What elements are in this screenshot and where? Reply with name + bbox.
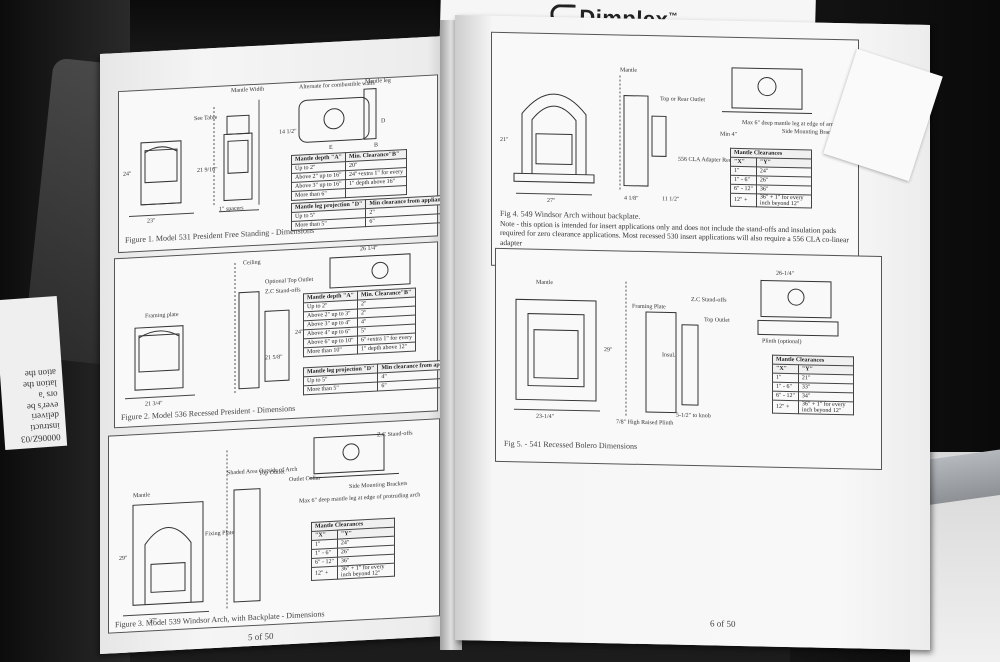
callout-e: E [329, 144, 333, 152]
left-page-number: 5 of 50 [248, 630, 274, 643]
figure-5-mantle-clearances-table: Mantle Clearances "X""Y" 1"21" 1" - 6"33… [772, 355, 854, 416]
callout-see-table: See Table [194, 114, 218, 123]
callout-top-outlet-5: Top Outlet [704, 317, 730, 324]
figure-1-mantle-depth-table: Mantle depth "A"Min. Clearance"B" Up to … [291, 149, 407, 201]
figure-3-drawing [123, 433, 399, 617]
callout-raised-plinth: 7/8" High Raised Plinth [616, 419, 674, 427]
callout-21-3-4: 21 3/4" [145, 400, 163, 408]
callout-height-21: 24" [123, 171, 132, 178]
figure-4-mantle-clearances-table: Mantle Clearances "X""Y" 1"24" 1" - 6"26… [730, 148, 812, 209]
callout-23-1-4: 23-1/4" [536, 413, 555, 421]
callout-insul: Insul. [662, 352, 676, 359]
callout-4-1-8: 4 1/8" [624, 195, 639, 202]
callout-26-1-4-5: 26-1/4" [776, 270, 795, 278]
callout-fixing-plate: Mantle [133, 492, 150, 500]
figure-1-drawing [129, 88, 377, 218]
callout-plinth: Plinth (optional) [762, 338, 802, 346]
callout-26-1-4: 26 1/4" [360, 245, 378, 253]
callout-21-5-8: 21 5/8" [265, 354, 283, 362]
figure-5-panel: Mantle Framing Plate Z.C Stand-offs Top … [495, 247, 882, 470]
figure-2-panel: Ceiling Optional Top Outlet Z.C Stand-of… [114, 241, 486, 429]
callout-framing-plate-5: Framing Plate [632, 303, 666, 311]
callout-mantle-4: Mantle [620, 67, 637, 74]
figure-4-drawing [513, 67, 812, 196]
callout-21: 21" [500, 136, 509, 144]
callout-mantle-5: Mantle [536, 279, 553, 287]
callout-min-4: Min 4" [720, 131, 737, 138]
figure-5-drawing [514, 279, 839, 417]
callout-27: 27" [547, 197, 556, 205]
figure-2-mantle-depth-table: Mantle depth "A"Min. Clearance"B" Up to … [303, 287, 416, 357]
manual-page-right: Mantle Top or Rear Outlet 556 CLA Adapte… [455, 15, 930, 650]
callout-29: 29" [119, 555, 128, 563]
callout-29-5: 29" [604, 347, 613, 354]
right-page-number: 6 of 50 [710, 618, 736, 629]
callout-to-knob: 5-1/2" to knob [676, 412, 711, 420]
figure-3-mantle-clearances-table: Mantle Clearances "X""Y" 1"24" 1" - 6"26… [311, 518, 395, 581]
manual-page-left: Mantle Width See Table Mantle leg Altern… [100, 35, 486, 655]
callout-width-24: 23" [147, 218, 156, 225]
figure-1-panel: Mantle Width See Table Mantle leg Altern… [118, 74, 474, 254]
figure-4-panel: Mantle Top or Rear Outlet 556 CLA Adapte… [491, 31, 859, 274]
callout-14-1-2: 14 1/2" [279, 128, 297, 136]
callout-b: B [374, 142, 379, 149]
callout-21-9-16: 21 9/16" [197, 166, 218, 174]
callout-top-rear-outlet: Top or Rear Outlet [660, 96, 706, 104]
figure-2-drawing [125, 253, 411, 400]
callout-ceiling: Ceiling [243, 259, 261, 267]
callout-spacers: 1" spacers [219, 205, 244, 213]
callout-d: D [381, 118, 386, 125]
figure-3-panel: Mantle Shaded Area Outside of Arch Top O… [108, 418, 440, 634]
callout-zc-standoffs-5: Z.C Stand-offs [691, 296, 727, 304]
callout-11-1-2: 11 1/2" [662, 196, 680, 203]
paper-label-line: 00006Z/03 [20, 432, 61, 445]
